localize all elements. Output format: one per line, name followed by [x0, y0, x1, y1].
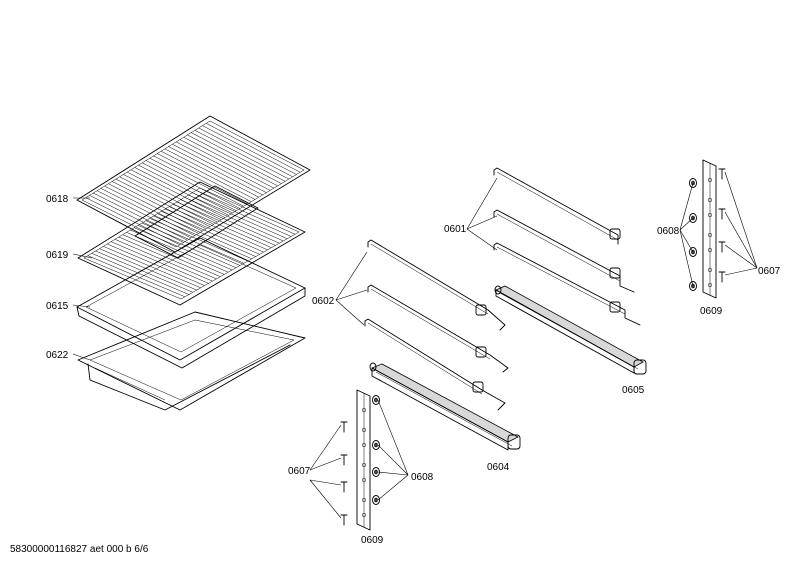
- hooks-0607-left: [340, 421, 348, 526]
- baking-tray-0615: [76, 237, 306, 369]
- document-id: 58300000116827 aet 000 b 6/6: [10, 544, 149, 555]
- label-0601: 0601: [444, 224, 467, 235]
- hooks-0607-right: [718, 168, 726, 283]
- side-bracket-left-0609: [356, 389, 371, 531]
- label-0609-left: 0609: [361, 535, 384, 546]
- rail-0605: [494, 285, 647, 375]
- wire-rack-0619: [77, 181, 306, 306]
- side-bracket-right-0609: [702, 159, 717, 299]
- label-0604: 0604: [487, 462, 510, 473]
- label-0608-right: 0608: [657, 226, 680, 237]
- wire-rack-0618: [76, 115, 311, 253]
- label-0607-right: 0607: [758, 266, 781, 277]
- deep-pan-0622: [77, 311, 306, 411]
- label-0615: 0615: [46, 301, 69, 312]
- label-0602: 0602: [312, 296, 335, 307]
- label-0608-left: 0608: [411, 472, 434, 483]
- label-0619: 0619: [46, 250, 69, 261]
- label-0605: 0605: [622, 385, 645, 396]
- telescopic-rails-0602: [364, 239, 509, 411]
- clips-0608-left: [372, 395, 380, 505]
- label-0607-left: 0607: [288, 466, 311, 477]
- leader-lines: [72, 171, 758, 519]
- telescopic-rails-0601: [493, 167, 641, 326]
- rail-0604: [369, 362, 521, 451]
- label-0609-right: 0609: [700, 306, 723, 317]
- clips-0608-right: [689, 178, 697, 291]
- label-0618: 0618: [46, 194, 69, 205]
- label-0622: 0622: [46, 350, 69, 361]
